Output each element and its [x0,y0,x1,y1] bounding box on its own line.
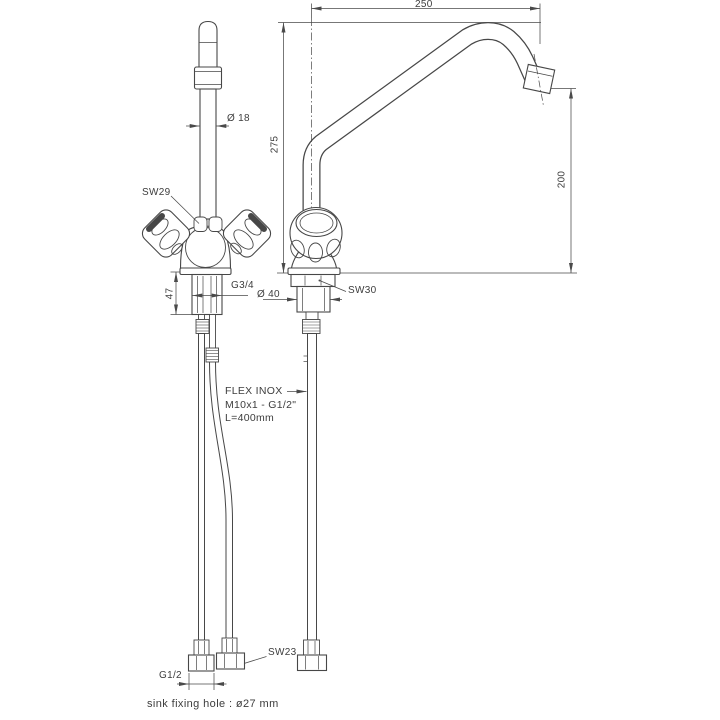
dim-outlet-height: 200 [556,170,568,189]
footer-note: sink fixing hole : ø27 mm [147,698,279,710]
hose-note: FLEX INOX M10x1 - G1/2" L=400mm [225,385,296,426]
right-handle-knob [222,209,272,258]
side-handle-knob [289,206,343,263]
dimension-annotations [170,3,576,690]
left-handle-knob [141,209,191,258]
aerator [522,63,556,95]
sw29-leader [170,195,200,224]
label-handle-nut-size: SW29 [142,187,171,198]
side-view [287,18,556,672]
dim-hose-end-thread: G1/2 [159,670,182,681]
dim-shank-length: 47 [164,287,176,300]
sw30-leader [319,280,347,292]
dim-shank-thread: G3/4 [231,280,254,291]
label-hose-nut-size: SW23 [268,647,297,658]
dim-body-diameter: Ø 40 [257,289,280,300]
dim-pipe-diameter: Ø 18 [227,113,250,124]
front-view [141,20,272,672]
hose-note-line3: L=400mm [225,412,275,424]
hose-note-line2: M10x1 - G1/2" [225,398,297,411]
hose-note-line1: FLEX INOX [225,385,283,397]
dim-spout-height: 275 [269,135,281,154]
label-base-nut-size: SW30 [348,285,377,296]
dim-spout-reach: 250 [415,0,433,10]
sw23-leader [243,656,267,664]
